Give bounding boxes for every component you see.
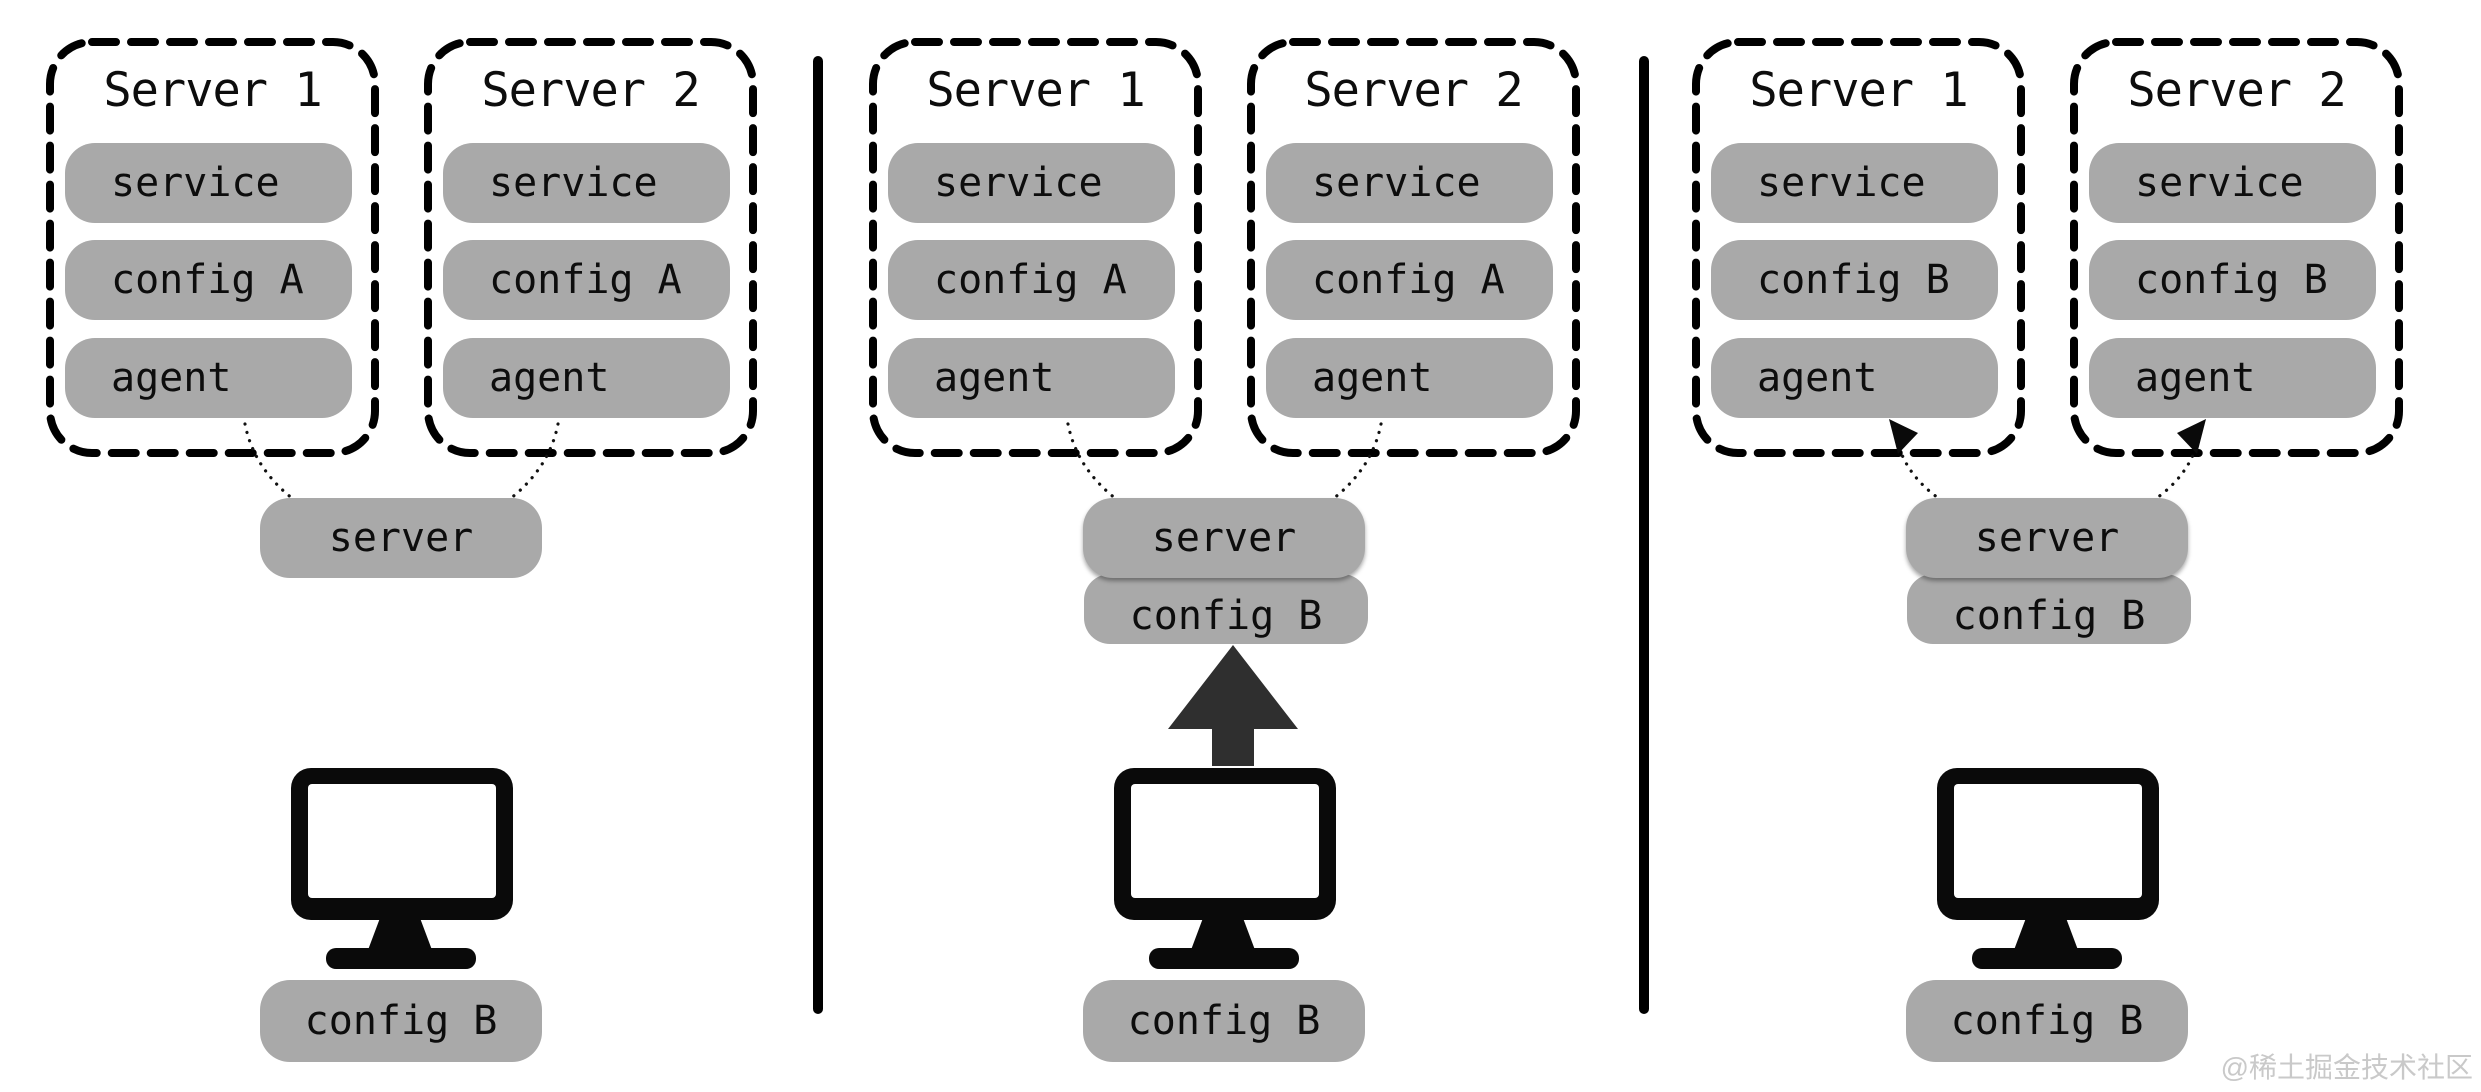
server1-dashed-box xyxy=(46,38,379,457)
agent1-to-server-dotted-line xyxy=(1066,422,1122,504)
panel-config-distributed: Server 1 service config B agent Server 2… xyxy=(1646,0,2481,1092)
pill-service: service xyxy=(2089,143,2376,223)
panel3-lines xyxy=(1692,38,2403,504)
monitor-icon xyxy=(1937,768,2159,969)
pill-config: config B xyxy=(1711,240,1998,320)
server1-dashed-box xyxy=(869,38,1202,457)
upload-arrow-icon xyxy=(1168,645,1298,766)
server2-title: Server 2 xyxy=(1304,63,1523,118)
panel1-lines xyxy=(46,38,757,504)
agent2-to-server-dotted-line xyxy=(1327,422,1383,504)
pill-config: config A xyxy=(1266,240,1553,320)
pill-service: service xyxy=(443,143,730,223)
monitor-icon xyxy=(291,768,513,969)
panel-divider-1 xyxy=(813,56,823,1014)
pill-config: config B xyxy=(2089,240,2376,320)
panel2-lines xyxy=(869,38,1580,766)
pill-service: service xyxy=(888,143,1175,223)
agent2-to-server-dotted-line xyxy=(504,422,560,504)
panel-before-upload: Server 1 service config A agent Server 2… xyxy=(0,0,818,1092)
pill-agent: agent xyxy=(1711,338,1998,418)
server2-title: Server 2 xyxy=(481,63,700,118)
central-server-pill: server xyxy=(1906,498,2188,578)
pill-agent: agent xyxy=(1266,338,1553,418)
local-config-pill: config B xyxy=(1083,980,1365,1062)
server1-dashed-box xyxy=(1692,38,2025,457)
server1-title: Server 1 xyxy=(103,63,322,118)
agent1-to-server-dotted-line xyxy=(243,422,299,504)
pill-service: service xyxy=(1266,143,1553,223)
server-config-pill: config B xyxy=(1907,574,2191,644)
pill-agent: agent xyxy=(65,338,352,418)
server2-dashed-box xyxy=(1247,38,1580,457)
panel-divider-2 xyxy=(1639,56,1649,1014)
pill-service: service xyxy=(1711,143,1998,223)
server2-dashed-box xyxy=(424,38,757,457)
pill-agent: agent xyxy=(443,338,730,418)
pill-config: config A xyxy=(443,240,730,320)
pill-agent: agent xyxy=(888,338,1175,418)
server1-title: Server 1 xyxy=(1749,63,1968,118)
server-config-pill: config B xyxy=(1084,574,1368,644)
central-server-pill: server xyxy=(260,498,542,578)
local-config-pill: config B xyxy=(260,980,542,1062)
arrowhead-to-agent1-icon xyxy=(1889,419,1918,454)
pill-config: config A xyxy=(888,240,1175,320)
pill-agent: agent xyxy=(2089,338,2376,418)
monitor-icon xyxy=(1114,768,1336,969)
pill-service: service xyxy=(65,143,352,223)
server2-title: Server 2 xyxy=(2127,63,2346,118)
server1-title: Server 1 xyxy=(926,63,1145,118)
server2-dashed-box xyxy=(2070,38,2403,457)
pill-config: config A xyxy=(65,240,352,320)
watermark-text: @稀土掘金技术社区 xyxy=(2220,1052,2473,1083)
local-config-pill: config B xyxy=(1906,980,2188,1062)
arrowhead-to-agent2-icon xyxy=(2177,419,2206,454)
central-server-pill: server xyxy=(1083,498,1365,578)
panel-upload-config: Server 1 service config A agent Server 2… xyxy=(823,0,1641,1092)
